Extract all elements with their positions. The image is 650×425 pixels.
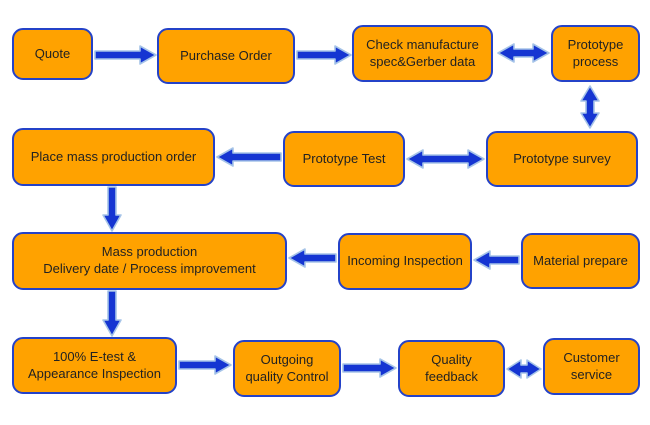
node-incoming-inspection: Incoming Inspection: [338, 233, 472, 290]
arrow-check-manufacture-prototype-process-two-way: [497, 43, 550, 63]
node-outgoing-quality-control: Outgoing quality Control: [233, 340, 341, 397]
arrow-material-prepare-to-incoming-inspection: [473, 250, 520, 270]
node-quote: Quote: [12, 28, 93, 80]
node-quality-feedback: Quality feedback: [398, 340, 505, 397]
arrow-outgoing-quality-control-to-quality-feedback: [342, 358, 397, 378]
node-e-test-appearance-inspection: 100% E-test & Appearance Inspection: [12, 337, 177, 394]
arrow-e-test-to-outgoing-quality-control: [178, 355, 232, 375]
node-mass-production: Mass production Delivery date / Process …: [12, 232, 287, 290]
arrow-purchase-order-to-check-manufacture: [296, 45, 352, 65]
arrow-incoming-inspection-to-mass-production: [288, 248, 337, 268]
node-prototype-test: Prototype Test: [283, 131, 405, 187]
arrow-mass-production-to-e-test: [102, 290, 122, 337]
arrow-prototype-test-prototype-survey-two-way: [406, 149, 485, 169]
arrow-quality-feedback-customer-service-two-way: [506, 359, 542, 379]
node-prototype-survey: Prototype survey: [486, 131, 638, 187]
arrow-quote-to-purchase-order: [94, 45, 157, 65]
arrow-prototype-process-prototype-survey-two-way: [580, 85, 600, 129]
node-check-manufacture: Check manufacture spec&Gerber data: [352, 25, 493, 82]
arrow-prototype-test-to-place-mass-production-order: [216, 147, 282, 167]
node-material-prepare: Material prepare: [521, 233, 640, 289]
node-prototype-process: Prototype process: [551, 25, 640, 82]
node-purchase-order: Purchase Order: [157, 28, 295, 84]
node-place-mass-production-order: Place mass production order: [12, 128, 215, 186]
arrow-place-mass-production-order-to-mass-production: [102, 186, 122, 232]
node-customer-service: Customer service: [543, 338, 640, 395]
